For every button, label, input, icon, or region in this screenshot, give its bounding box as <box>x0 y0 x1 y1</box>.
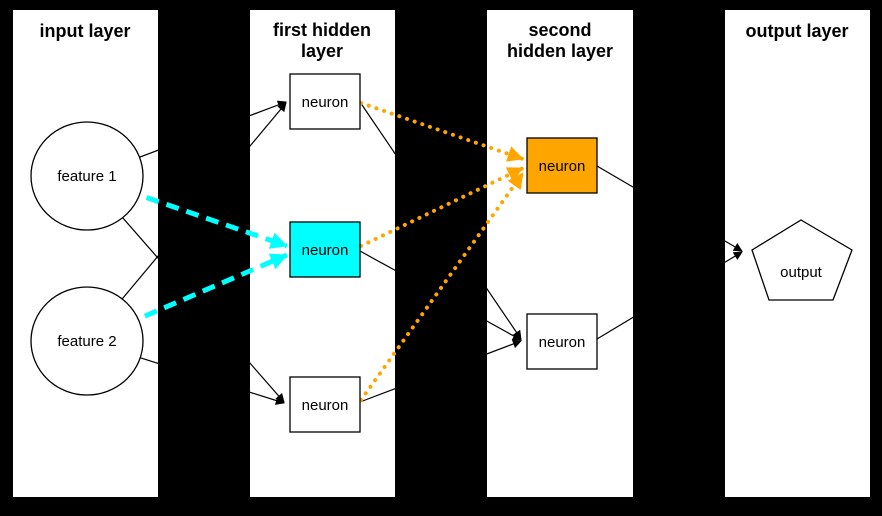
h1-bottom-neuron-label: neuron <box>302 397 349 414</box>
node-feature1-circle <box>30 121 144 231</box>
panel-second-hidden-layer <box>487 10 633 497</box>
first-hidden-layer-title-line2: layer <box>301 41 343 61</box>
edge-h1middle-to-h2top-highlight <box>359 166 525 248</box>
panel-input-layer <box>13 10 158 497</box>
edge-feature1-to-h1middle-highlight <box>86 174 288 249</box>
h1-top-neuron-label: neuron <box>302 94 349 111</box>
node-output-pentagon <box>751 219 853 301</box>
node-h2-bottom-neuron <box>526 313 598 370</box>
edge-h1top-to-h2bottom <box>359 101 522 340</box>
node-h1-middle-neuron-highlighted <box>289 221 361 278</box>
node-feature2-circle <box>30 286 144 396</box>
h1-middle-neuron-label: neuron <box>302 242 349 259</box>
edge-h1bottom-to-h2bottom <box>359 339 522 403</box>
second-hidden-layer-title-line2: hidden layer <box>507 41 613 61</box>
edge-h1middle-to-h2bottom <box>359 250 522 341</box>
node-h2-top-neuron-highlighted <box>526 137 598 194</box>
feature2-label: feature 2 <box>57 333 116 350</box>
second-hidden-layer-title-line1: second <box>528 20 591 40</box>
output-label: output <box>780 264 823 281</box>
edge-feature2-to-h1middle-highlight <box>86 252 288 344</box>
edge-h2top-to-output <box>596 165 743 252</box>
output-layer-title: output layer <box>745 21 848 41</box>
input-layer-title: input layer <box>39 21 130 41</box>
node-h1-bottom-neuron <box>289 376 361 433</box>
first-hidden-layer-title-line1: first hidden <box>273 20 371 40</box>
h2-bottom-neuron-label: neuron <box>539 334 586 351</box>
feature1-label: feature 1 <box>57 168 116 185</box>
edge-h2bottom-to-output <box>596 251 743 340</box>
node-h1-top-neuron <box>289 73 361 130</box>
edge-h1bottom-to-h2top-highlight <box>359 171 525 402</box>
h2-top-neuron-label: neuron <box>539 158 586 175</box>
